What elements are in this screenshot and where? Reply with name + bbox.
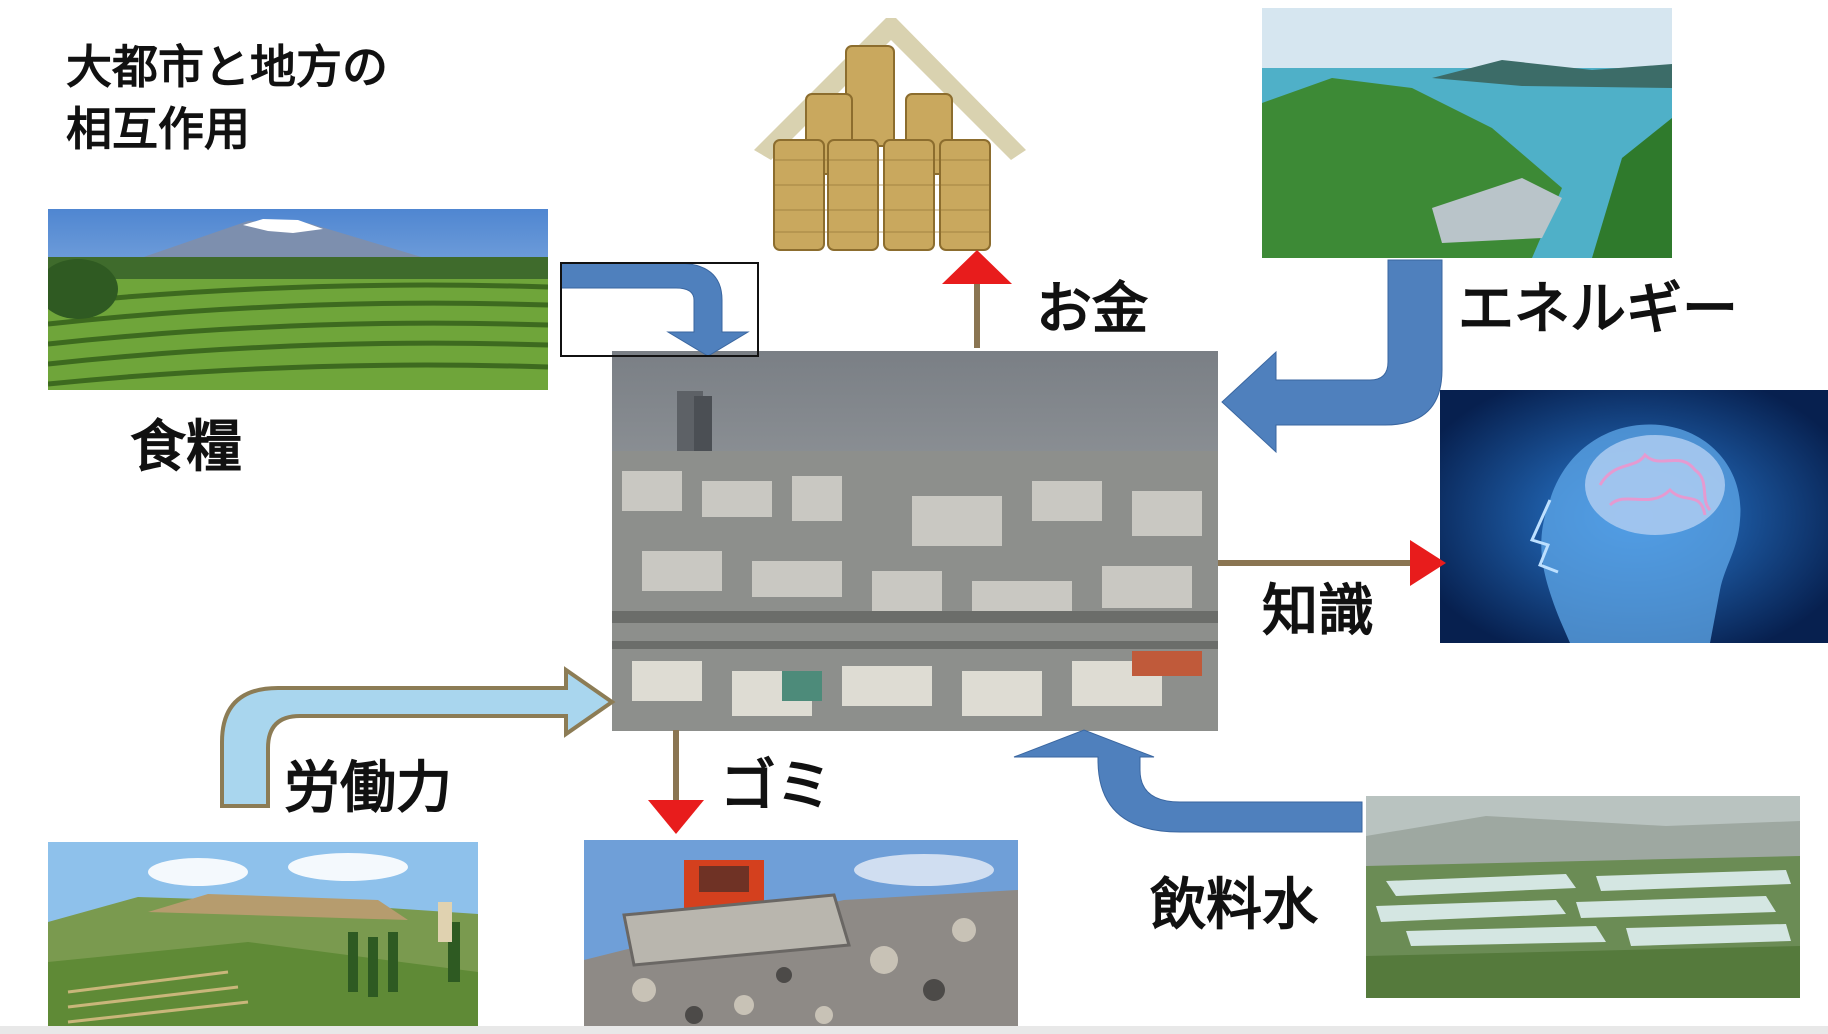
water-photo xyxy=(1366,796,1800,998)
labor-label: 労働力 xyxy=(284,756,452,821)
knowledge-label: 知識 xyxy=(1262,579,1374,644)
food-arrow-frame xyxy=(560,262,759,357)
title-line-2: 相互作用 xyxy=(66,102,250,156)
food-arrow xyxy=(560,262,750,357)
garbage-photo xyxy=(584,840,1018,1034)
energy-photo xyxy=(1262,8,1672,258)
labor-arrow xyxy=(220,666,616,808)
water-label: 飲料水 xyxy=(1150,873,1318,938)
bottom-rule xyxy=(0,1026,1828,1034)
money-photo xyxy=(746,10,1072,256)
labor-photo xyxy=(48,842,478,1034)
garbage-arrow-head xyxy=(648,800,704,834)
water-arrow xyxy=(1013,729,1363,833)
money-arrow-head xyxy=(942,250,1012,284)
food-label: 食糧 xyxy=(130,415,242,480)
title-line-1: 大都市と地方の xyxy=(66,40,388,94)
food-photo xyxy=(48,209,548,390)
garbage-label: ゴミ xyxy=(720,754,832,819)
money-label: お金 xyxy=(1036,277,1148,342)
energy-arrow xyxy=(1221,259,1443,454)
knowledge-arrow-head xyxy=(1410,540,1446,586)
energy-label: エネルギー xyxy=(1458,277,1738,342)
slide-title: 大都市と地方の 相互作用 xyxy=(66,36,388,160)
city-photo xyxy=(612,351,1218,731)
knowledge-photo xyxy=(1440,390,1828,643)
